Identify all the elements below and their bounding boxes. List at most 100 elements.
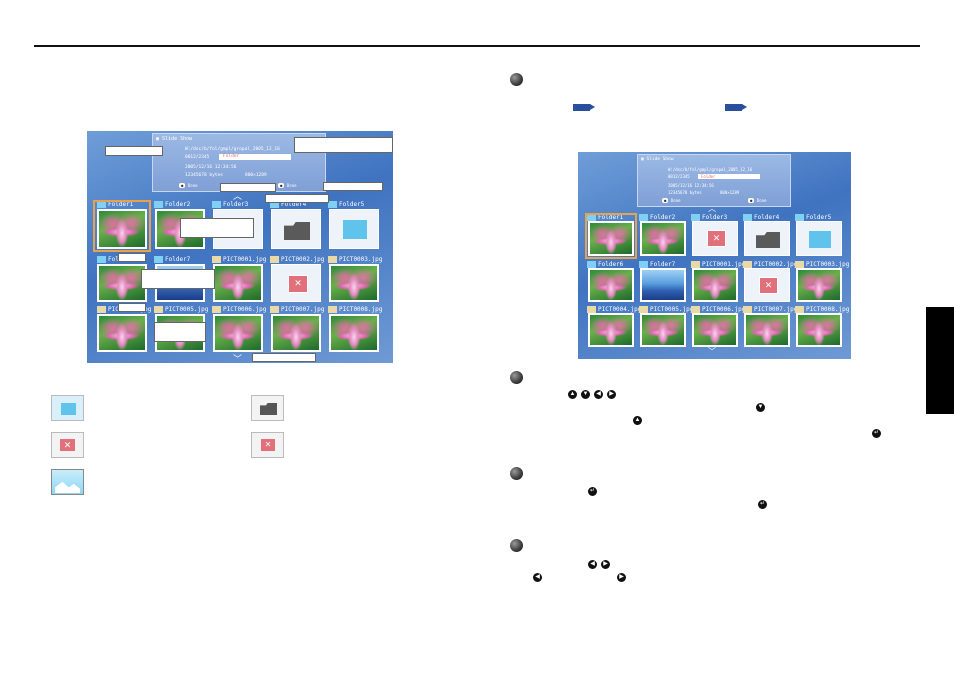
file-error-tile[interactable]: ✕ — [271, 264, 321, 302]
callout-box — [323, 182, 383, 191]
tile-label: PICT0001.jpg — [691, 261, 745, 269]
panel-title: Slide Show — [646, 157, 674, 162]
thumbnail[interactable] — [271, 314, 321, 352]
tile-label: PICT0006.jpg — [212, 306, 266, 314]
file-error-icon: ✕ — [759, 277, 778, 294]
callout-box — [154, 322, 206, 342]
callout-box — [294, 137, 393, 153]
info-panel: ▣ Slide Show W:/dsc/b/fol/gmpl/gropal_20… — [637, 154, 791, 207]
size-info: 12345678 bytes — [185, 173, 223, 178]
open-folder-tile[interactable] — [271, 209, 321, 249]
slide-show-screen-annotated: ▣ Slide Show W:/dsc/b/fol/gmpl/gropal_20… — [87, 131, 393, 363]
tile-label: Folder3 — [212, 201, 248, 209]
footer-left: ● Done — [662, 198, 681, 203]
legend-folder-error: ✕ — [51, 432, 84, 458]
open-folder-icon — [284, 222, 310, 240]
tile-label: PICT0002.jpg — [743, 261, 797, 269]
open-folder-tile[interactable] — [744, 221, 790, 256]
footer-left: ● Done — [179, 183, 198, 188]
legend-image-file — [51, 469, 84, 495]
selection-cursor[interactable] — [585, 213, 637, 259]
tile-label: Folder7 — [639, 261, 675, 269]
down-arrow-icon: ▼ — [581, 390, 590, 399]
legend-file-error: ✕ — [251, 432, 284, 458]
step-bullet-4 — [510, 539, 523, 552]
datetime: 2005/12/16 12:34:56 — [668, 183, 714, 188]
up-arrow-icon[interactable]: ︿ — [708, 204, 716, 213]
legend-open-folder — [251, 395, 284, 421]
folder-tag: Folder — [219, 154, 291, 160]
thumbnail[interactable] — [213, 314, 263, 352]
thumbnail[interactable] — [744, 313, 790, 347]
right-arrow-icon: ▶ — [601, 560, 610, 569]
thumbnail[interactable] — [796, 268, 842, 302]
right-arrow-icon: ▶ — [607, 390, 616, 399]
thumbnail[interactable] — [97, 264, 147, 302]
thumbnail[interactable] — [213, 264, 263, 302]
cursor-count: 0012/2345 — [185, 155, 210, 160]
tile-label: PICT0008.jpg — [328, 306, 382, 314]
folder-icon — [809, 231, 831, 248]
file-error-icon: ✕ — [261, 439, 275, 451]
tile-label: PICT0005.jpg — [639, 306, 693, 314]
tile-label: PICT0005.jpg — [154, 306, 208, 314]
tile-label: Folder7 — [154, 256, 190, 264]
tile-label: PICT0002.jpg — [270, 256, 324, 264]
file-error-tile[interactable]: ✕ — [744, 268, 790, 302]
tile-label: PICT0003.jpg — [328, 256, 382, 264]
enter-icon: ↵ — [872, 429, 881, 438]
footer-mid: ● Done — [748, 198, 767, 203]
down-arrow-icon[interactable]: ﹀ — [233, 354, 243, 363]
path-text: W:/dsc/b/fol/gmpl/gropal_2005_12_16 — [185, 147, 280, 152]
callout-box — [141, 269, 215, 289]
path-text: W:/dsc/b/fol/gmpl/gropal_2005_12_16 — [668, 167, 753, 172]
open-folder-icon — [756, 232, 780, 248]
right-arrow-icon: ▶ — [617, 573, 626, 582]
thumbnail[interactable] — [97, 314, 147, 352]
panel-title: Slide Show — [162, 136, 193, 142]
thumbnail[interactable] — [640, 268, 686, 302]
folder-tile[interactable] — [329, 209, 379, 249]
tile-label: PICT0007.jpg — [270, 306, 324, 314]
down-arrow-icon: ▼ — [756, 403, 765, 412]
step-bullet-2 — [510, 371, 523, 384]
callout-box — [180, 218, 254, 238]
thumbnail[interactable] — [329, 314, 379, 352]
selection-cursor[interactable] — [93, 200, 151, 252]
callout-box — [265, 194, 329, 203]
callout-box — [220, 183, 276, 192]
thumbnail[interactable] — [588, 221, 634, 256]
callout-box — [118, 253, 146, 262]
callout-box — [252, 353, 316, 362]
thumbnail[interactable] — [588, 313, 634, 347]
resolution: 800×1289 — [245, 173, 267, 178]
tile-label: Folder5 — [795, 214, 831, 222]
folder-error-tile[interactable]: ✕ — [692, 221, 738, 256]
folder-error-icon: ✕ — [60, 439, 75, 451]
tile-label: Folder1 — [97, 201, 133, 209]
size-info: 12345678 bytes — [668, 190, 702, 195]
image-file-icon — [55, 481, 80, 493]
folder-icon — [61, 403, 76, 415]
up-arrow-icon[interactable]: ︿ — [233, 191, 243, 201]
tile-label: PICT0004.jpg — [587, 306, 641, 314]
resolution: 800×1289 — [720, 190, 740, 195]
folder-tag: Folder — [698, 174, 760, 179]
open-folder-icon — [260, 403, 277, 415]
thumbnail[interactable] — [692, 268, 738, 302]
thumbnail[interactable] — [692, 313, 738, 347]
left-arrow-icon: ◀ — [533, 573, 542, 582]
thumbnail[interactable] — [329, 264, 379, 302]
thumbnail[interactable] — [588, 268, 634, 302]
slide-show-screen: ▣ Slide Show W:/dsc/b/fol/gmpl/gropal_20… — [578, 152, 851, 359]
thumbnail[interactable] — [796, 313, 842, 347]
up-arrow-icon: ▲ — [633, 416, 642, 425]
tile-label: Folder3 — [691, 214, 727, 222]
down-arrow-icon[interactable]: ﹀ — [708, 347, 716, 356]
thumbnail[interactable] — [640, 313, 686, 347]
callout-box — [105, 146, 163, 156]
thumbnail[interactable] — [640, 221, 686, 256]
folder-tile[interactable] — [796, 221, 842, 256]
thumbnail[interactable] — [97, 209, 147, 249]
tile-label: Folder2 — [154, 201, 190, 209]
